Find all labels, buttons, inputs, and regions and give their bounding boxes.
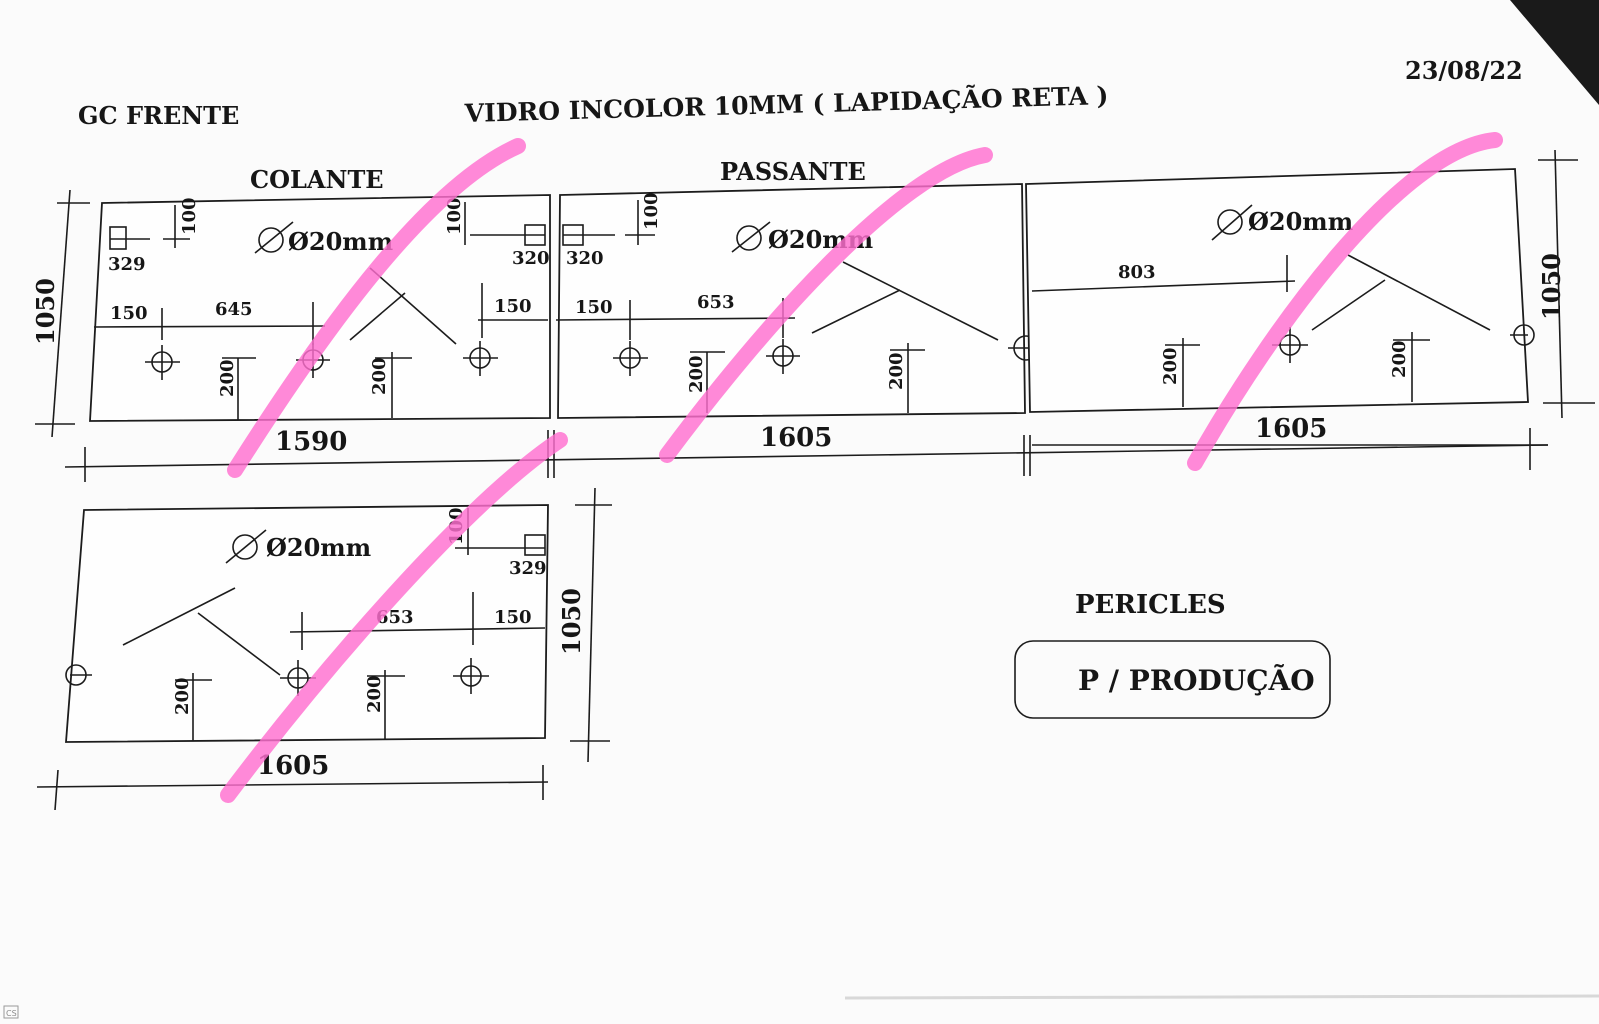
dim-label: 200 <box>369 357 390 395</box>
drill-hole <box>613 341 648 376</box>
highlighter-stroke <box>659 147 993 463</box>
panel-3: 1050 1605 Ø20mm 803 200 200 <box>1025 149 1595 470</box>
dim-label: 329 <box>509 558 547 579</box>
dim-label: 803 <box>1118 262 1156 283</box>
hole-diameter-label: Ø20mm <box>266 533 371 562</box>
panel-4-height: 1050 <box>557 588 586 655</box>
dim-label: 200 <box>172 677 193 715</box>
hinge-mark <box>109 226 127 250</box>
panel-1: 1050 1590 329 100 100 320 Ø20mm 150 645 <box>31 189 1549 482</box>
dim-label: 100 <box>641 192 662 230</box>
drill-hole <box>1510 324 1535 346</box>
panel-3-width: 1605 <box>1255 414 1327 444</box>
panel-3-outline <box>1025 168 1529 413</box>
drill-hole <box>453 658 489 694</box>
hinge-mark <box>524 534 546 556</box>
panel-4-width: 1605 <box>257 751 329 781</box>
dim-label: 200 <box>886 352 907 390</box>
drill-hole <box>65 664 92 686</box>
panel-1-outline <box>89 194 551 422</box>
dim-label: 150 <box>494 296 532 317</box>
dim-label: 100 <box>179 197 200 235</box>
dim-label: 320 <box>512 248 550 269</box>
client-name: PERICLES <box>1075 590 1226 620</box>
dim-label: 653 <box>697 292 735 313</box>
hole-diameter-label: Ø20mm <box>288 227 393 256</box>
panel-2: 1605 320 100 Ø20mm 150 653 200 200 <box>555 183 1044 476</box>
section-passante: PASSANTE <box>720 157 866 186</box>
highlighter-stroke <box>220 432 568 803</box>
dim-label: 320 <box>566 248 604 269</box>
section-colante: COLANTE <box>250 165 384 194</box>
dim-label: 645 <box>215 299 253 320</box>
dim-label: 200 <box>217 359 238 397</box>
dim-label: 150 <box>575 297 613 318</box>
dim-label: 200 <box>364 675 385 713</box>
panel-3-height: 1050 <box>1537 253 1566 320</box>
scan-corner-shadow <box>1510 0 1599 105</box>
highlighter-stroke <box>1187 132 1503 471</box>
dim-label: 200 <box>1389 340 1410 378</box>
highlighter-marks <box>220 132 1503 803</box>
hole-diameter-label: Ø20mm <box>1248 207 1353 236</box>
dim-label: 150 <box>494 607 532 628</box>
drill-hole <box>280 660 316 696</box>
drill-hole <box>463 341 498 376</box>
drill-hole <box>766 339 800 374</box>
date-label: 23/08/22 <box>1405 56 1523 85</box>
panel-1-width: 1590 <box>275 427 347 457</box>
panel-4: 1050 1605 Ø20mm 100 329 653 150 200 <box>36 487 612 811</box>
drill-hole <box>145 345 180 380</box>
production-stamp-box <box>1014 640 1331 719</box>
dim-label: 200 <box>1160 347 1181 385</box>
highlighter-stroke <box>227 138 526 478</box>
dim-label: 200 <box>686 355 707 393</box>
production-stamp: P / PRODUÇÃO <box>1078 664 1315 697</box>
scanner-mark: CS <box>6 1009 17 1018</box>
dim-label: 329 <box>108 254 146 275</box>
dim-label: 100 <box>444 197 465 235</box>
material-title: VIDRO INCOLOR 10MM ( LAPIDAÇÃO RETA ) <box>463 81 1108 128</box>
panel-2-width: 1605 <box>760 423 832 453</box>
page-edge <box>844 994 1599 1000</box>
project-title: GC FRENTE <box>78 101 239 130</box>
dim-label: 150 <box>110 303 148 324</box>
panel-1-height: 1050 <box>31 278 60 345</box>
scanner-logo-icon <box>3 1005 19 1019</box>
